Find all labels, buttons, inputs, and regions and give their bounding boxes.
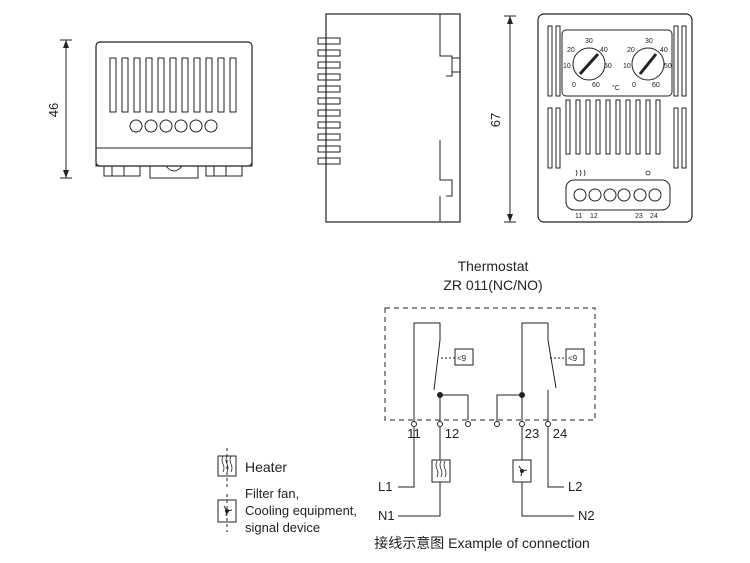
- svg-text:60: 60: [652, 82, 660, 89]
- svg-text:11: 11: [575, 213, 582, 220]
- svg-text:50: 50: [664, 63, 672, 70]
- schematic-terminal-labels: 11 12 23 24: [407, 426, 567, 441]
- terminal-screws: [129, 119, 218, 133]
- label-N2: N2: [578, 508, 595, 523]
- thermostat-side-view: [317, 13, 461, 223]
- svg-text:23: 23: [635, 213, 643, 220]
- schematic-wiring: [384, 307, 596, 517]
- svg-text:30: 30: [645, 38, 653, 45]
- label-L1: L1: [378, 479, 392, 494]
- dimension-label-67: 67: [488, 113, 503, 127]
- svg-text:30: 30: [585, 38, 593, 45]
- label-L2: L2: [568, 479, 582, 494]
- svg-text:20: 20: [627, 47, 635, 54]
- svg-text:20: 20: [567, 47, 575, 54]
- schematic-model: ZR 011(NC/NO): [443, 277, 542, 293]
- label-N1: N1: [378, 508, 395, 523]
- svg-text:60: 60: [592, 82, 600, 89]
- heater-symbol: [431, 459, 451, 483]
- legend-fan-icon: [217, 499, 237, 523]
- svg-text:0: 0: [572, 82, 576, 89]
- housing-front: [95, 41, 253, 167]
- dial-left[interactable]: [572, 47, 606, 81]
- caption: 接线示意图 Example of connection: [374, 535, 590, 551]
- thermostat-side-view-small: [60, 39, 253, 179]
- side-fins: [317, 37, 341, 165]
- svg-text:12: 12: [590, 213, 598, 220]
- svg-text:40: 40: [660, 47, 668, 54]
- svg-text:10: 10: [623, 63, 631, 70]
- legend-heater-label: Heater: [245, 459, 287, 475]
- thermostat-boundary: [384, 307, 596, 421]
- legend-fan-label-2: Cooling equipment,: [245, 503, 357, 518]
- dimension-label-46: 46: [46, 103, 61, 117]
- switch-right-box: [565, 348, 585, 366]
- housing-front-large: [537, 13, 693, 223]
- legend-fan-label-3: signal device: [245, 520, 320, 535]
- dial-right[interactable]: [631, 47, 665, 81]
- svg-text:40: 40: [600, 47, 608, 54]
- svg-text:23: 23: [525, 426, 539, 441]
- dial-left-scale: 30 20 40 10 50 0 60: [563, 38, 612, 89]
- svg-text:11: 11: [407, 426, 421, 441]
- legend-fan-label-1: Filter fan,: [245, 486, 299, 501]
- svg-text:0: 0: [632, 82, 636, 89]
- svg-text:10: 10: [563, 63, 571, 70]
- svg-text:12: 12: [445, 426, 459, 441]
- thermostat-front-view: [504, 13, 693, 223]
- switch-left-box: [454, 348, 474, 366]
- svg-text:<9: <9: [568, 354, 578, 363]
- svg-text:24: 24: [553, 426, 567, 441]
- legend: [217, 448, 237, 532]
- dial-right-scale: 30 20 40 10 50 0 60: [623, 38, 672, 89]
- svg-text:24: 24: [650, 213, 658, 220]
- housing-side: [325, 13, 461, 223]
- vent-slots: [109, 57, 237, 113]
- schematic-title: Thermostat: [458, 258, 529, 274]
- switch-labels: <9 <9: [457, 354, 578, 363]
- unit-label: °C: [612, 84, 620, 92]
- svg-text:50: 50: [604, 63, 612, 70]
- svg-text:<9: <9: [457, 354, 467, 363]
- front-terminal-labels: 11 12 23 24: [575, 213, 658, 220]
